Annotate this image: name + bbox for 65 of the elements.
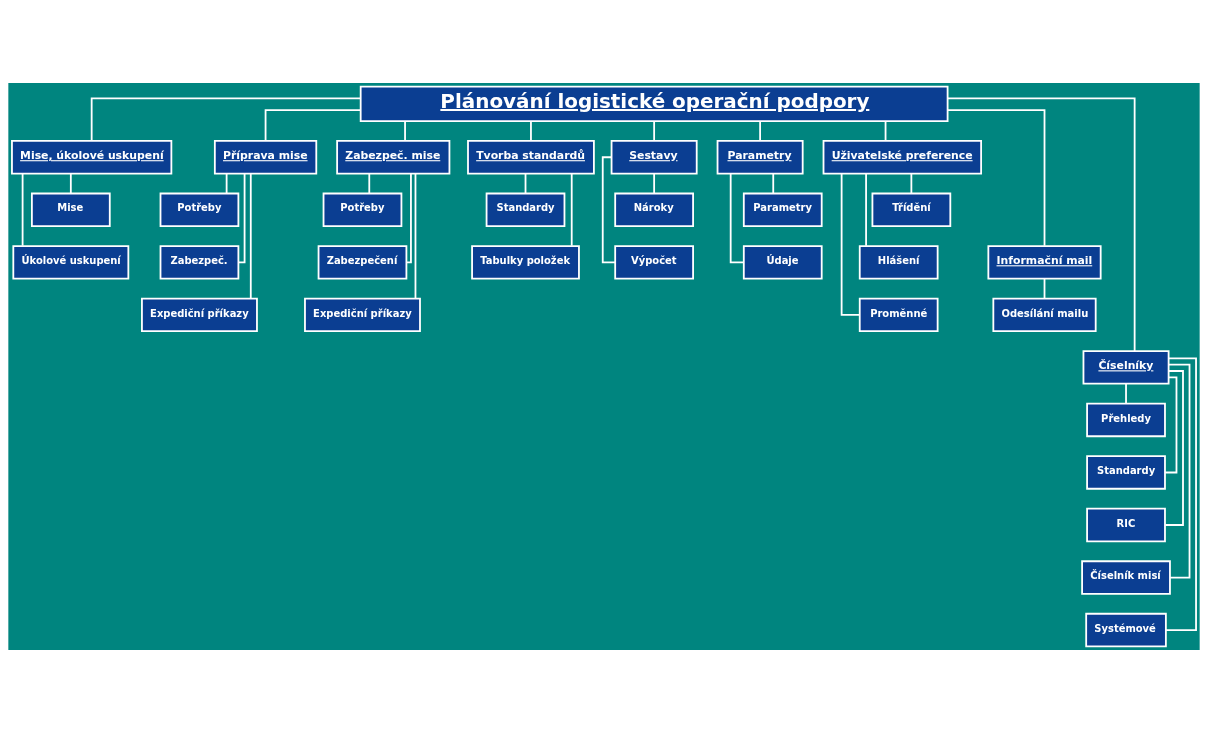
connector xyxy=(414,172,417,300)
node-box: Plánování logistické operační podpory xyxy=(359,85,949,122)
node-box: Standardy xyxy=(1086,455,1166,490)
connector xyxy=(405,172,412,264)
connector xyxy=(946,97,1136,352)
node-box: Zabezpeč. xyxy=(159,245,240,280)
connector xyxy=(1164,370,1184,526)
connector xyxy=(946,109,1046,247)
node-box: Informační mail xyxy=(987,245,1102,280)
connector xyxy=(729,172,745,264)
connector xyxy=(21,172,24,247)
node-box: Zabezpeč. mise xyxy=(336,140,451,175)
connector xyxy=(1043,277,1046,300)
node-box: Číselník misí xyxy=(1081,560,1171,595)
connector xyxy=(759,120,761,142)
node-box: Uživatelské preference xyxy=(822,140,982,175)
node-box: Třídění xyxy=(871,192,952,227)
connector xyxy=(524,172,527,195)
connector xyxy=(90,97,362,142)
node-box: Tabulky položek xyxy=(471,245,580,280)
node-box: Hlášení xyxy=(858,245,939,280)
connector xyxy=(1165,357,1197,631)
node-box: Tvorba standardů xyxy=(467,140,595,175)
connector xyxy=(225,172,228,195)
connector xyxy=(772,172,775,195)
connector xyxy=(840,172,861,316)
node-box: Parametry xyxy=(716,140,804,175)
connector xyxy=(653,120,656,142)
node-box: Odesílání mailu xyxy=(992,297,1097,333)
node-box: Přehledy xyxy=(1086,402,1166,438)
connector xyxy=(601,156,617,264)
connector xyxy=(910,172,913,195)
connector xyxy=(368,172,371,195)
node-box: Potřeby xyxy=(159,192,240,227)
node-box: Systémové xyxy=(1085,612,1167,648)
connector xyxy=(1125,382,1127,405)
connector xyxy=(530,120,532,142)
connector xyxy=(237,172,246,264)
node-box: Expediční příkazy xyxy=(141,297,258,333)
connector xyxy=(404,120,406,142)
node-box: Příprava mise xyxy=(213,140,318,175)
node-box: Mise xyxy=(30,192,111,227)
node-box: Expediční příkazy xyxy=(304,297,421,333)
connector xyxy=(884,120,887,142)
connector xyxy=(865,172,867,247)
node-box: Proměnné xyxy=(858,297,939,333)
connector xyxy=(570,172,573,247)
connector xyxy=(653,172,656,195)
connector xyxy=(264,109,362,142)
node-box: Nároky xyxy=(614,192,694,227)
node-box: Parametry xyxy=(742,192,823,227)
connector xyxy=(1167,363,1191,579)
node-box: Úkolové uskupení xyxy=(12,245,130,280)
node-box: Potřeby xyxy=(322,192,403,227)
connector xyxy=(249,172,252,300)
node-box: Zabezpečení xyxy=(317,245,408,280)
node-box: RIC xyxy=(1086,507,1166,543)
node-box: Sestavy xyxy=(610,140,698,175)
node-box: Číselníky xyxy=(1082,350,1170,385)
node-box: Údaje xyxy=(742,245,823,280)
connector xyxy=(69,172,72,195)
node-box: Výpočet xyxy=(614,245,694,280)
connector xyxy=(1164,376,1178,474)
node-box: Standardy xyxy=(485,192,566,227)
node-box: Mise, úkolové uskupení xyxy=(11,140,173,175)
